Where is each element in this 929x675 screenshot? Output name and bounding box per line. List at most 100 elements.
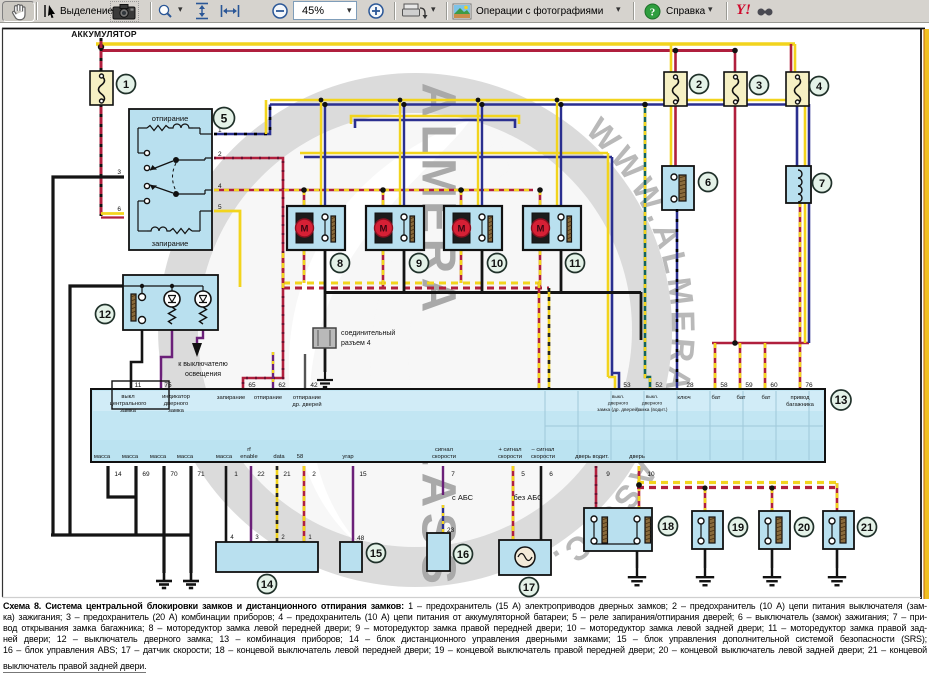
svg-text:21: 21 — [283, 471, 291, 478]
svg-text:60: 60 — [770, 382, 778, 389]
svg-text:enable: enable — [240, 454, 257, 460]
svg-text:разъем 4: разъем 4 — [341, 340, 371, 347]
svg-text:58: 58 — [297, 454, 303, 460]
svg-text:52: 52 — [655, 382, 663, 389]
svg-text:1: 1 — [308, 535, 312, 541]
svg-text:18: 18 — [662, 521, 674, 533]
svg-text:бат: бат — [712, 395, 721, 401]
svg-text:19: 19 — [732, 522, 744, 534]
svg-text:13: 13 — [835, 395, 848, 407]
svg-text:индикатор: индикатор — [162, 394, 190, 400]
svg-text:отпирание: отпирание — [254, 395, 282, 401]
svg-text:4: 4 — [218, 183, 222, 190]
svg-text:2: 2 — [218, 151, 222, 158]
svg-text:69: 69 — [142, 471, 150, 478]
svg-text:4: 4 — [816, 81, 823, 93]
svg-text:15: 15 — [370, 548, 382, 560]
svg-text:5: 5 — [521, 471, 525, 478]
svg-text:без АБС: без АБС — [514, 493, 544, 502]
svg-text:14: 14 — [114, 471, 122, 478]
svg-text:12: 12 — [99, 309, 111, 321]
svg-text:выкл.: выкл. — [612, 395, 624, 400]
svg-text:– сигнал: – сигнал — [532, 447, 555, 453]
svg-text:M: M — [380, 224, 388, 235]
svg-text:скорости: скорости — [531, 454, 555, 460]
svg-text:76: 76 — [805, 382, 813, 389]
svg-text:data: data — [273, 454, 285, 460]
svg-text:M: M — [537, 224, 545, 235]
svg-text:дверного: дверного — [164, 401, 188, 407]
svg-text:АККУМУЛЯТОР: АККУМУЛЯТОР — [71, 29, 137, 39]
svg-text:75: 75 — [164, 382, 172, 389]
svg-text:10: 10 — [491, 258, 503, 270]
svg-text:7: 7 — [451, 471, 455, 478]
svg-text:2: 2 — [696, 79, 702, 91]
svg-text:сигнал: сигнал — [435, 447, 453, 453]
svg-text:замка: замка — [120, 408, 137, 414]
svg-text:21: 21 — [861, 522, 873, 534]
svg-text:rf: rf — [247, 447, 251, 453]
svg-text:дверного: дверного — [642, 401, 663, 406]
svg-text:6: 6 — [549, 471, 553, 478]
svg-text:масса: масса — [122, 454, 139, 460]
svg-text:15: 15 — [359, 471, 367, 478]
svg-text:запирание: запирание — [152, 239, 189, 248]
svg-text:22: 22 — [257, 471, 265, 478]
svg-text:6: 6 — [117, 206, 121, 213]
svg-text:1: 1 — [123, 79, 129, 91]
svg-text:M: M — [301, 224, 309, 235]
svg-text:масса: масса — [150, 454, 167, 460]
svg-text:8: 8 — [337, 258, 343, 270]
svg-text:1: 1 — [218, 127, 222, 134]
svg-text:2: 2 — [281, 535, 285, 541]
svg-text:др. дверей: др. дверей — [292, 401, 321, 408]
svg-text:62: 62 — [278, 382, 286, 389]
svg-text:5: 5 — [221, 111, 228, 125]
svg-text:дверь: дверь — [629, 454, 645, 460]
svg-text:A: A — [412, 473, 465, 508]
svg-text:выкл: выкл — [121, 394, 134, 400]
svg-text:9: 9 — [606, 471, 610, 478]
svg-text:с АБС: с АБС — [452, 493, 474, 502]
svg-text:L: L — [412, 124, 465, 153]
svg-text:20: 20 — [798, 522, 810, 534]
svg-text:центрального: центрального — [110, 401, 147, 407]
svg-text:отпирание: отпирание — [293, 395, 321, 401]
svg-text:?: ? — [650, 7, 656, 19]
svg-text:11: 11 — [135, 382, 142, 389]
svg-text:1: 1 — [234, 471, 238, 478]
svg-text:28: 28 — [686, 382, 694, 389]
svg-text:23: 23 — [447, 527, 455, 534]
svg-text:масса: масса — [177, 454, 194, 460]
svg-text:выкл.: выкл. — [646, 395, 658, 400]
svg-text:71: 71 — [197, 471, 205, 478]
svg-text:3: 3 — [117, 169, 121, 176]
svg-text:угар: угар — [342, 454, 353, 460]
svg-text:замка (водит.): замка (водит.) — [636, 407, 668, 413]
svg-text:+ сигнал: + сигнал — [498, 447, 521, 453]
svg-text:ключ: ключ — [677, 395, 690, 401]
svg-text:70: 70 — [170, 471, 178, 478]
svg-text:58: 58 — [720, 382, 728, 389]
svg-text:скорости: скорости — [498, 454, 522, 460]
svg-text:бат: бат — [737, 395, 746, 401]
svg-text:42: 42 — [310, 382, 318, 389]
svg-text:замка: замка — [168, 408, 185, 414]
svg-text:запирание: запирание — [217, 395, 245, 401]
svg-text:освещения: освещения — [185, 371, 221, 378]
svg-text:17: 17 — [523, 582, 535, 594]
svg-text:2: 2 — [312, 471, 316, 478]
svg-text:11: 11 — [569, 258, 581, 270]
svg-text:3: 3 — [756, 80, 762, 92]
svg-text:7: 7 — [819, 178, 825, 190]
svg-text:скорости: скорости — [432, 454, 456, 460]
svg-text:3: 3 — [255, 535, 259, 541]
svg-text:9: 9 — [416, 258, 422, 270]
svg-text:59: 59 — [745, 382, 753, 389]
svg-text:привод: привод — [790, 395, 810, 401]
svg-text:16: 16 — [457, 549, 469, 561]
svg-text:бат: бат — [762, 395, 771, 401]
svg-text:соединительный: соединительный — [341, 329, 395, 337]
svg-text:6: 6 — [705, 177, 711, 189]
svg-text:масса: масса — [94, 454, 111, 460]
